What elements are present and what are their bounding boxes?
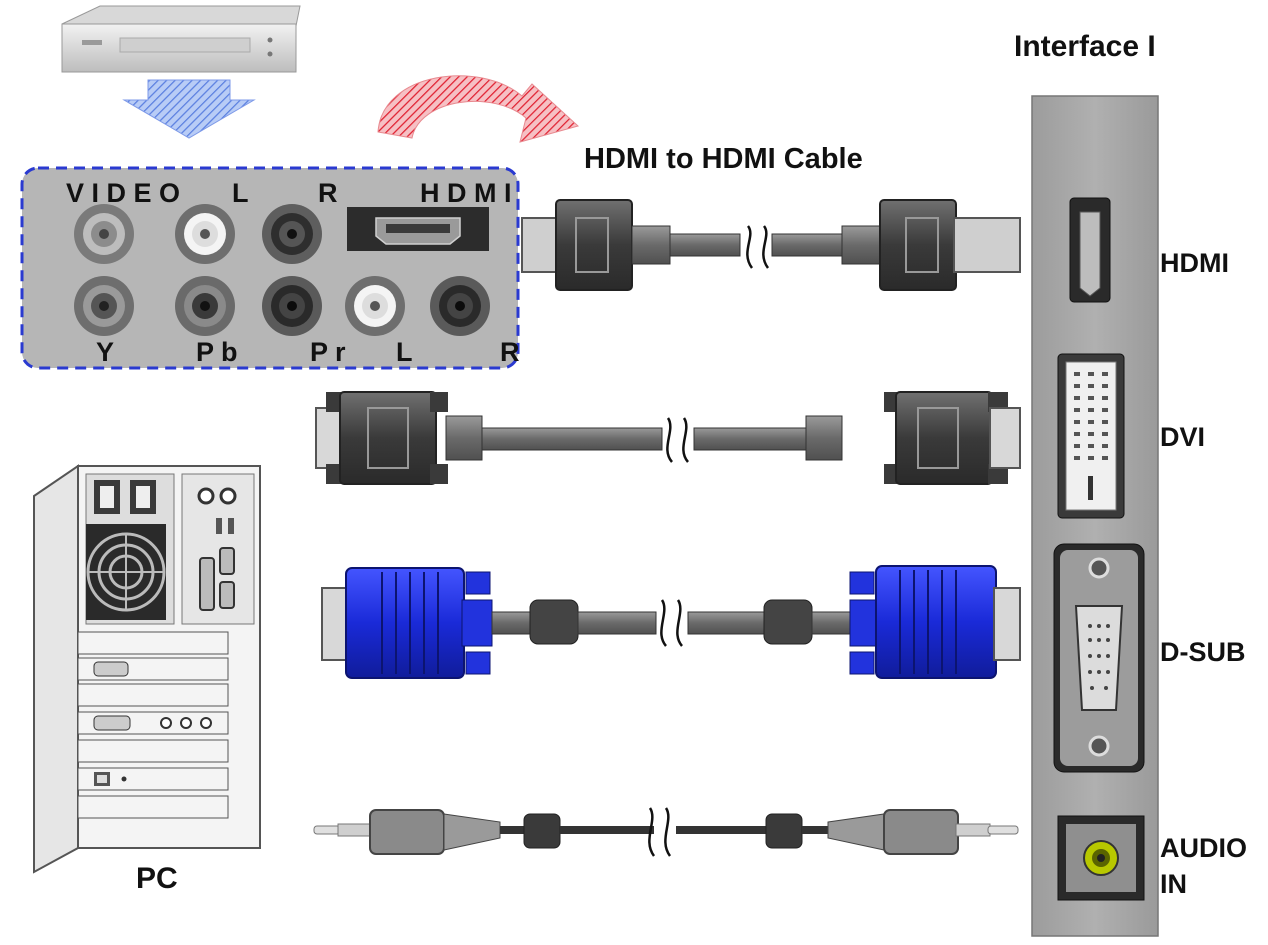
component-audio-r-jack [430, 276, 490, 336]
port-label-dsub: D-SUB [1160, 637, 1246, 667]
label-audio-r: R [318, 178, 338, 208]
audio-l-jack [175, 204, 235, 264]
audio-in-port [1057, 815, 1145, 901]
port-label-dvi: DVI [1160, 422, 1205, 452]
hdmi-port [1069, 197, 1111, 303]
page-title: Interface I [1014, 30, 1156, 63]
port-label-hdmi: HDMI [1160, 248, 1229, 278]
label-pr: P r [310, 337, 346, 367]
tv-back-panel [1031, 95, 1159, 937]
dvi-cable [315, 391, 1021, 485]
source-output-panel: V I D E O L R H D M I Y P b P r L R [20, 166, 520, 370]
curved-arrow-icon [377, 75, 580, 143]
video-jack [74, 204, 134, 264]
component-audio-l-jack [345, 276, 405, 336]
component-y-jack [74, 276, 134, 336]
dsub-port [1053, 543, 1145, 773]
dvd-player-icon [61, 5, 301, 73]
audio-r-jack [262, 204, 322, 264]
component-pb-jack [175, 276, 235, 336]
pc-label: PC [136, 862, 178, 895]
label-pb: P b [196, 337, 238, 367]
hdmi-cable [521, 199, 1021, 291]
audio-cable [313, 807, 1019, 857]
label-l: L [396, 337, 413, 367]
label-audio-l: L [232, 178, 249, 208]
label-r: R [500, 337, 520, 367]
label-hdmi-source: H D M I [420, 178, 512, 208]
pc-tower-icon [33, 464, 261, 874]
hdmi-output-port [347, 207, 489, 251]
label-video: V I D E O [66, 178, 180, 208]
label-y: Y [96, 337, 114, 367]
vga-cable [321, 565, 1021, 679]
cable-title: HDMI to HDMI Cable [584, 143, 863, 175]
dvi-port [1057, 353, 1125, 519]
port-label-audio: AUDIO [1160, 833, 1247, 863]
down-arrow-icon [122, 79, 256, 139]
port-label-in: IN [1160, 869, 1187, 899]
component-pr-jack [262, 276, 322, 336]
